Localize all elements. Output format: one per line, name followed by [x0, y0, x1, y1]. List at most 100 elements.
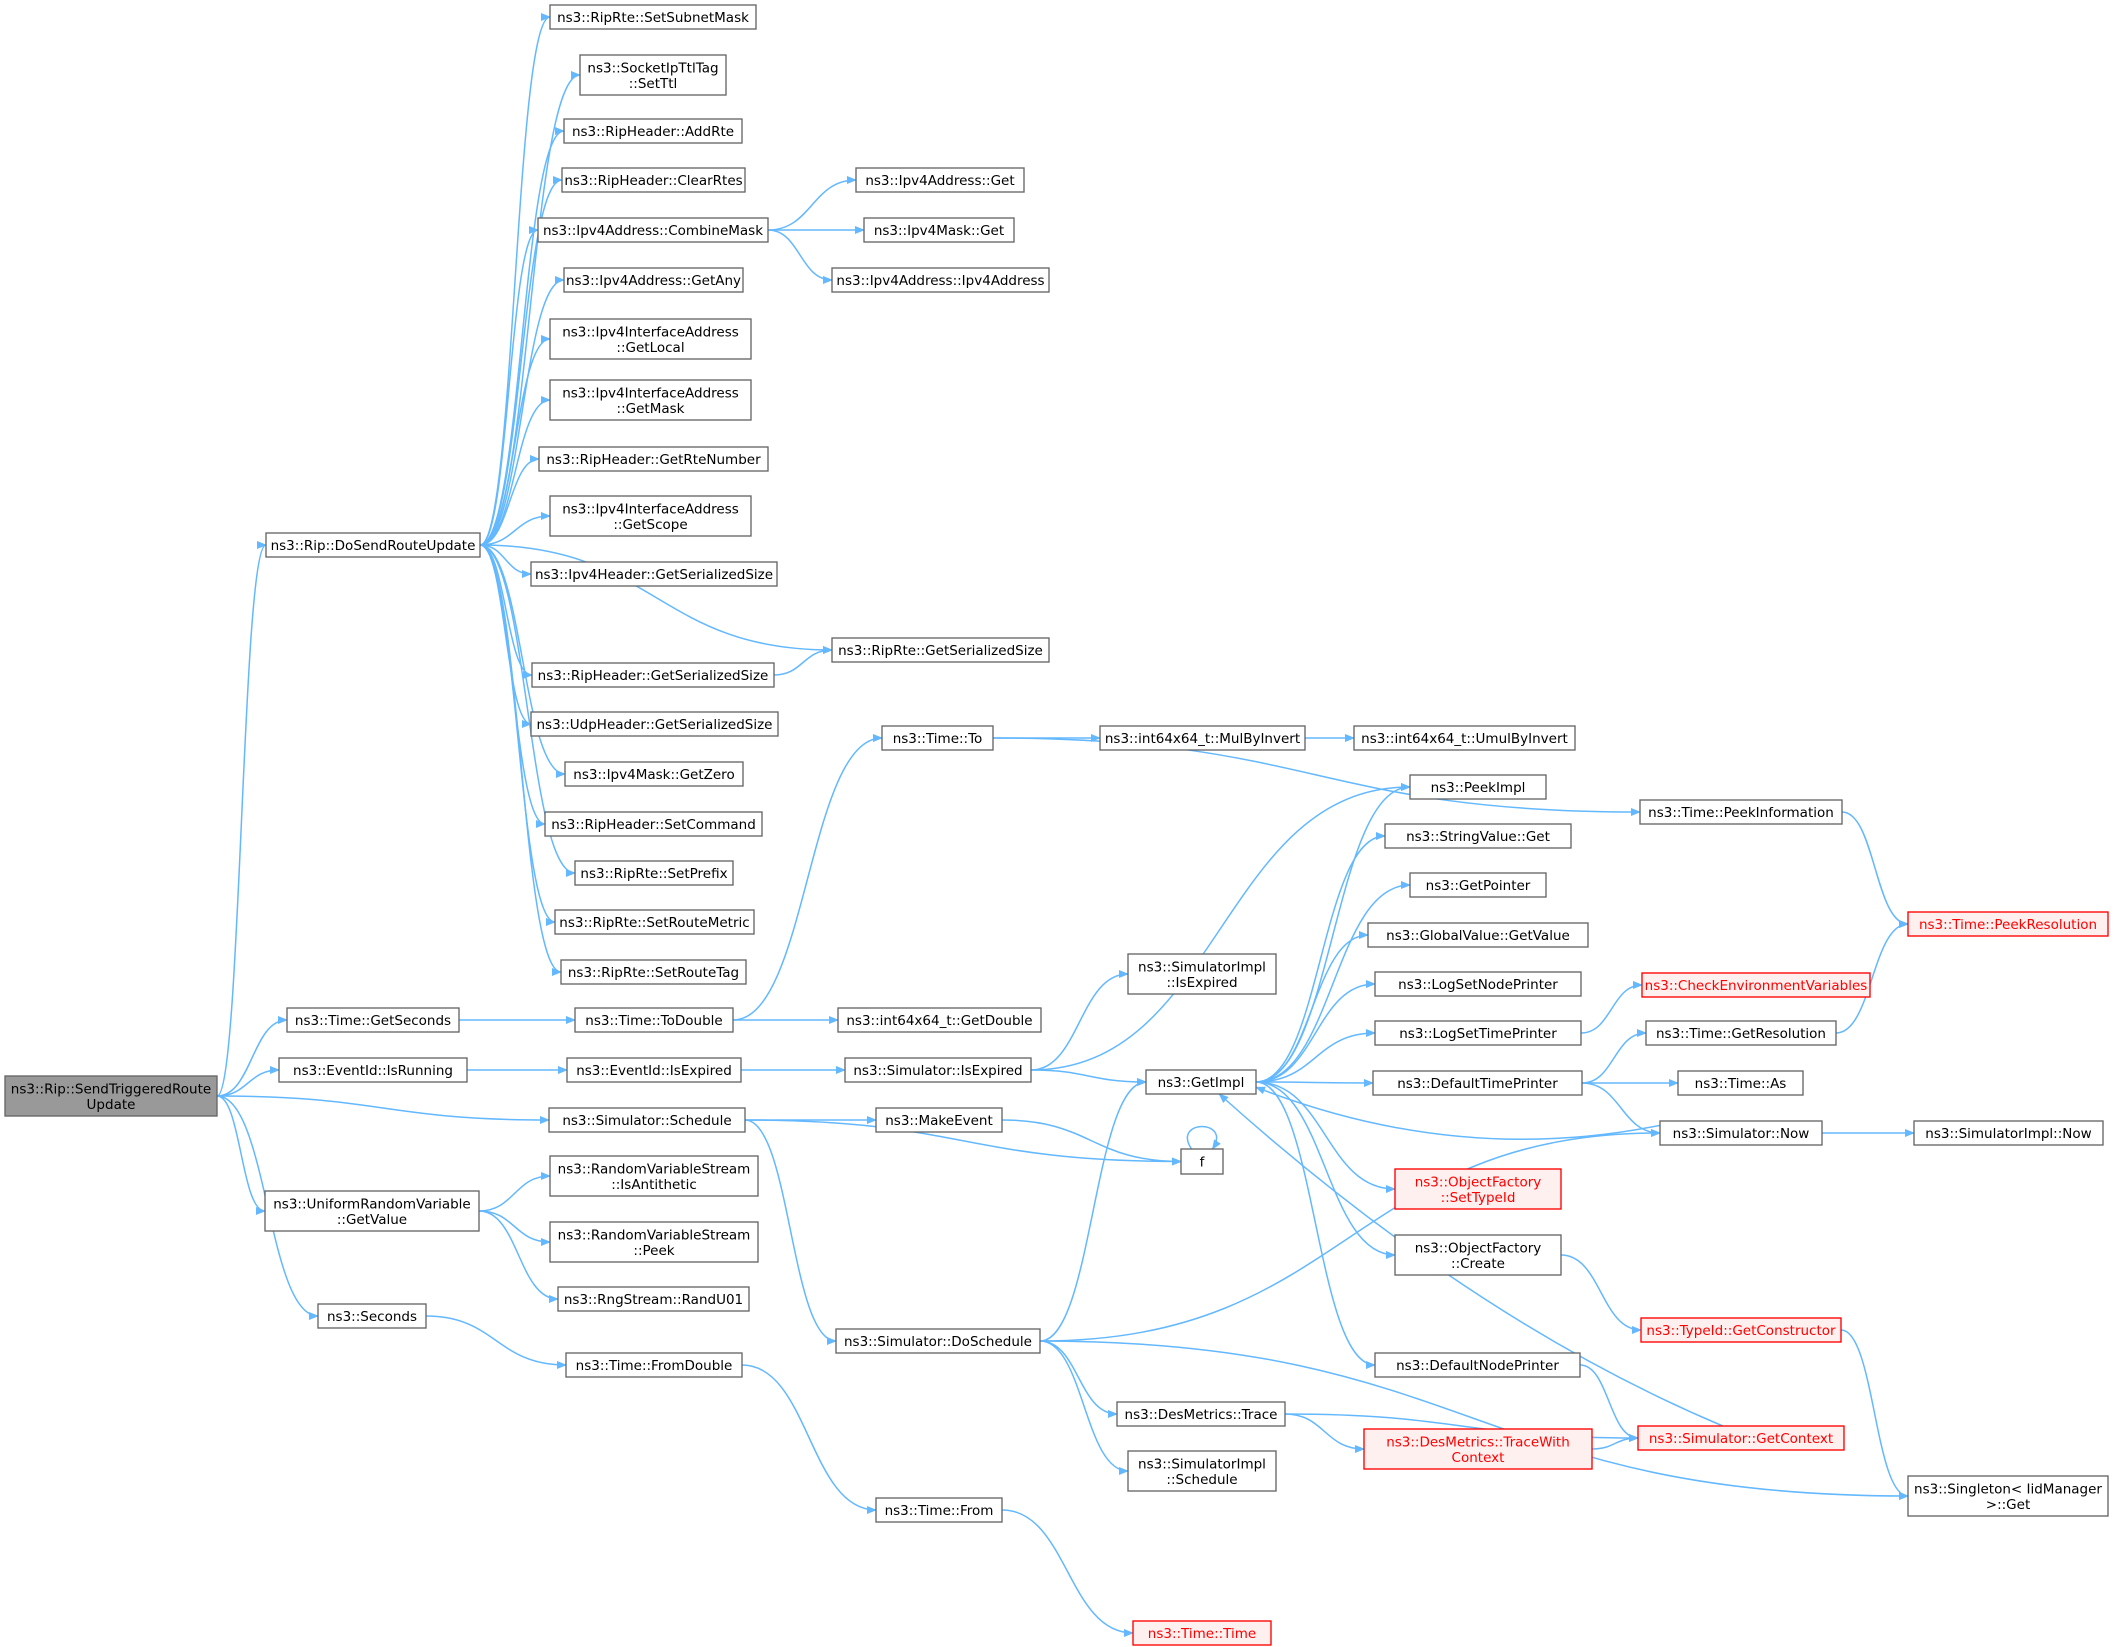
call-edge-defaultTimePrinter-to-timeGetResolution [1581, 1029, 1647, 1084]
call-edge-getImpl-to-logSetTimePrinter [1255, 1029, 1376, 1083]
node-getImpl[interactable]: ns3::GetImpl [1145, 1069, 1257, 1095]
node-timeFromDouble[interactable]: ns3::Time::FromDouble [565, 1352, 743, 1378]
node-label: ns3::DesMetrics::TraceWith [1386, 1434, 1570, 1450]
node-label: ns3::Simulator::Schedule [562, 1113, 731, 1129]
node-label: ::SetTtl [629, 76, 678, 92]
node-label: ns3::Time::As [1695, 1076, 1787, 1092]
node-timeToDouble[interactable]: ns3::Time::ToDouble [574, 1007, 734, 1033]
node-timeTo[interactable]: ns3::Time::To [881, 725, 994, 751]
node-eventIdIsExpired[interactable]: ns3::EventId::IsExpired [566, 1057, 742, 1083]
call-edge-seconds-to-timeFromDouble [425, 1315, 567, 1369]
node-ipv4HeaderGetSerializedSize[interactable]: ns3::Ipv4Header::GetSerializedSize [530, 561, 778, 587]
node-ripRteSetPrefix[interactable]: ns3::RipRte::SetPrefix [574, 860, 734, 886]
node-label: ns3::ObjectFactory [1415, 1174, 1542, 1190]
node-uniformGetValue[interactable]: ns3::UniformRandomVariable::GetValue [264, 1190, 480, 1232]
node-eventIdIsRunning[interactable]: ns3::EventId::IsRunning [278, 1057, 468, 1083]
node-ipv4IfAddrGetMask[interactable]: ns3::Ipv4InterfaceAddress::GetMask [549, 379, 752, 421]
node-timeGetResolution[interactable]: ns3::Time::GetResolution [1645, 1020, 1837, 1046]
call-edge-doSendRouteUpdate-to-ripRteSetPrefix [479, 544, 576, 877]
node-singletonGet[interactable]: ns3::Singleton< IidManager >::Get [1907, 1475, 2109, 1517]
node-timeFrom[interactable]: ns3::Time::From [875, 1497, 1003, 1523]
node-int64GetDouble[interactable]: ns3::int64x64_t::GetDouble [837, 1007, 1042, 1033]
node-timeTime[interactable]: ns3::Time::Time [1132, 1620, 1272, 1646]
node-ipv4MaskGet[interactable]: ns3::Ipv4Mask::Get [863, 217, 1015, 243]
node-box [1641, 972, 1871, 998]
node-rngStreamRandU01[interactable]: ns3::RngStream::RandU01 [557, 1286, 750, 1312]
node-ipv4MaskGetZero[interactable]: ns3::Ipv4Mask::GetZero [564, 761, 744, 787]
node-peekImpl[interactable]: ns3::PeekImpl [1409, 774, 1547, 800]
node-udpHeaderGetSerializedSize[interactable]: ns3::UdpHeader::GetSerializedSize [530, 711, 779, 737]
node-label: ns3::RipHeader::GetSerializedSize [538, 668, 769, 684]
node-ripHeaderAddRte[interactable]: ns3::RipHeader::AddRte [563, 118, 743, 144]
node-simulatorIsExpired[interactable]: ns3::Simulator::IsExpired [844, 1057, 1032, 1083]
call-edge-defaultTimePrinter-to-simulatorNow [1581, 1082, 1661, 1137]
node-label: ns3::RandomVariableStream [558, 1161, 751, 1177]
node-simImplNow[interactable]: ns3::SimulatorImpl::Now [1913, 1120, 2104, 1146]
node-box [875, 1497, 1003, 1523]
node-ipv4AddressCtor[interactable]: ns3::Ipv4Address::Ipv4Address [831, 267, 1050, 293]
node-ipv4AddressCombineMask[interactable]: ns3::Ipv4Address::CombineMask [537, 217, 769, 243]
node-label: ns3::PeekImpl [1431, 780, 1526, 796]
node-simImplSchedule[interactable]: ns3::SimulatorImpl::Schedule [1127, 1450, 1277, 1492]
node-simulatorSchedule[interactable]: ns3::Simulator::Schedule [548, 1107, 746, 1133]
node-f[interactable]: f [1180, 1148, 1224, 1175]
node-timeGetSeconds[interactable]: ns3::Time::GetSeconds [286, 1007, 460, 1033]
node-label: ns3::SocketIpTtlTag [587, 60, 718, 76]
node-timePeekInformation[interactable]: ns3::Time::PeekInformation [1639, 799, 1843, 825]
node-box [549, 495, 752, 537]
node-ipv4IfAddrGetScope[interactable]: ns3::Ipv4InterfaceAddress::GetScope [549, 495, 752, 537]
node-defaultTimePrinter[interactable]: ns3::DefaultTimePrinter [1372, 1070, 1583, 1096]
node-objectFactoryCreate[interactable]: ns3::ObjectFactory::Create [1394, 1234, 1562, 1276]
node-box [1132, 1620, 1272, 1646]
node-timePeekResolution[interactable]: ns3::Time::PeekResolution [1907, 911, 2109, 937]
node-defaultNodePrinter[interactable]: ns3::DefaultNodePrinter [1374, 1352, 1581, 1378]
node-simulatorGetContext[interactable]: ns3::Simulator::GetContext [1637, 1425, 1845, 1451]
node-box [837, 1007, 1042, 1033]
node-objectFactorySetTypeId[interactable]: ns3::ObjectFactory::SetTypeId [1394, 1168, 1562, 1210]
node-stringValueGet[interactable]: ns3::StringValue::Get [1384, 823, 1572, 849]
node-globalValueGetValue[interactable]: ns3::GlobalValue::GetValue [1367, 922, 1589, 948]
node-ripRteGetSerializedSize[interactable]: ns3::RipRte::GetSerializedSize [831, 637, 1050, 663]
node-box [875, 1107, 1003, 1133]
node-seconds[interactable]: ns3::Seconds [317, 1303, 427, 1329]
node-ripHeaderClearRtes[interactable]: ns3::RipHeader::ClearRtes [561, 167, 746, 193]
node-desMetricsTrace[interactable]: ns3::DesMetrics::Trace [1116, 1401, 1286, 1427]
node-box [563, 267, 744, 293]
node-ipv4IfAddrGetLocal[interactable]: ns3::Ipv4InterfaceAddress::GetLocal [549, 318, 752, 360]
node-typeIdGetConstructor[interactable]: ns3::TypeId::GetConstructor [1640, 1317, 1842, 1343]
node-socketIpTtlTagSetTtl[interactable]: ns3::SocketIpTtlTag::SetTtl [579, 54, 727, 96]
node-ripHeaderGetSerializedSize[interactable]: ns3::RipHeader::GetSerializedSize [531, 662, 775, 688]
node-ripHeaderGetRteNumber[interactable]: ns3::RipHeader::GetRteNumber [538, 446, 769, 472]
node-box [1127, 1450, 1277, 1492]
node-label: ns3::GetPointer [1426, 878, 1531, 894]
node-ipv4AddressGetAny[interactable]: ns3::Ipv4Address::GetAny [563, 267, 744, 293]
node-ripRteSetRouteMetric[interactable]: ns3::RipRte::SetRouteMetric [554, 909, 755, 935]
node-timeAs[interactable]: ns3::Time::As [1677, 1070, 1804, 1096]
node-logSetNodePrinter[interactable]: ns3::LogSetNodePrinter [1374, 971, 1582, 997]
node-box [549, 1221, 759, 1263]
node-simulatorDoSchedule[interactable]: ns3::Simulator::DoSchedule [835, 1328, 1041, 1354]
node-ripRteSetSubnetMask[interactable]: ns3::RipRte::SetSubnetMask [549, 4, 757, 30]
node-ripRteSetRouteTag[interactable]: ns3::RipRte::SetRouteTag [560, 959, 747, 985]
call-edge-simulatorIsExpired-to-peekImpl [1030, 783, 1411, 1071]
node-box [1353, 725, 1576, 751]
node-ripHeaderSetCommand[interactable]: ns3::RipHeader::SetCommand [544, 811, 763, 837]
node-ipv4AddressGet[interactable]: ns3::Ipv4Address::Get [855, 167, 1025, 193]
node-checkEnvVars[interactable]: ns3::CheckEnvironmentVariables [1641, 972, 1871, 998]
node-logSetTimePrinter[interactable]: ns3::LogSetTimePrinter [1374, 1020, 1582, 1046]
node-int64MulByInvert[interactable]: ns3::int64x64_t::MulByInvert [1099, 725, 1306, 751]
node-simImplIsExpired[interactable]: ns3::SimulatorImpl::IsExpired [1127, 953, 1277, 995]
node-int64UmulByInvert[interactable]: ns3::int64x64_t::UmulByInvert [1353, 725, 1576, 751]
node-getPointer[interactable]: ns3::GetPointer [1409, 872, 1547, 898]
call-edge-root-to-eventIdIsRunning [216, 1066, 280, 1097]
node-simulatorNow[interactable]: ns3::Simulator::Now [1659, 1120, 1823, 1146]
node-box [537, 217, 769, 243]
node-label: ::GetScope [613, 517, 687, 533]
node-rvsIsAntithetic[interactable]: ns3::RandomVariableStream::IsAntithetic [549, 1155, 759, 1197]
node-doSendRouteUpdate[interactable]: ns3::Rip::DoSendRouteUpdate [265, 532, 481, 558]
node-rvsPeek[interactable]: ns3::RandomVariableStream::Peek [549, 1221, 759, 1263]
node-makeEvent[interactable]: ns3::MakeEvent [875, 1107, 1003, 1133]
node-box [831, 637, 1050, 663]
